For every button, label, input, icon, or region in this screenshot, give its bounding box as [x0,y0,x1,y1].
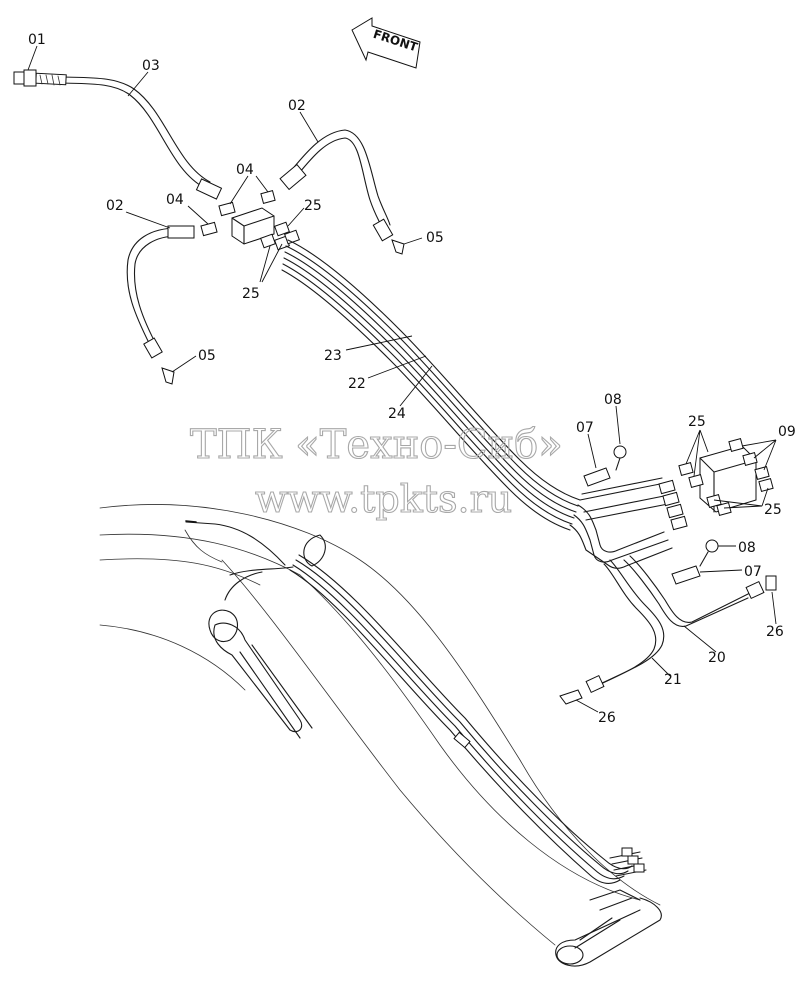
callout-04-left: 04 [166,192,184,208]
callout-05-upper: 05 [426,230,444,246]
fitting-05-lower [161,367,175,385]
callout-07-upper: 07 [576,420,594,436]
watermark: ТПК «Техно-Сиб» www.tpkts.ru [189,421,563,521]
fitting-01 [13,69,37,87]
callout-21: 21 [664,672,682,688]
leader-lines [27,45,777,713]
tube-21 [585,559,665,694]
callout-25-lower: 25 [242,286,260,302]
callout-07-lower: 07 [744,564,762,580]
clamp-07-lower [671,565,701,585]
watermark-company: ТПК «Техно-Сиб» [190,422,563,468]
callout-04-upper: 04 [236,162,254,178]
callout-20: 20 [708,650,726,666]
boom-outline [99,504,662,967]
callouts: 01 03 02 04 02 04 25 05 25 05 23 22 24 0… [28,32,796,726]
callout-25-block-bottom: 25 [764,502,782,518]
callout-08-upper: 08 [604,392,622,408]
callout-24: 24 [388,406,406,422]
hose-02-left [126,225,195,359]
callout-03: 03 [142,58,160,74]
callout-25-block-top: 25 [688,414,706,430]
callout-22: 22 [348,376,366,392]
front-arrow: FRONT [351,17,421,69]
callout-09: 09 [778,424,796,440]
boom-tip-fittings [574,847,647,949]
callout-02-left: 02 [106,198,124,214]
valve-block-upper [200,190,300,251]
tube-20 [623,555,765,627]
callout-02-upper: 02 [288,98,306,114]
tubes-22-23-24 [281,239,581,531]
callout-05-lower: 05 [198,348,216,364]
clamp-07-upper [583,467,611,487]
callout-01: 01 [28,32,46,48]
hose-03 [35,72,223,200]
fitting-26-lower [559,689,583,705]
boom-tube-bundle [185,520,647,949]
callout-26-lower: 26 [598,710,616,726]
routed-tubes [569,477,673,569]
callout-23: 23 [324,348,342,364]
fitting-05-upper [391,239,405,255]
fitting-26-upper [765,575,777,591]
callout-25-upper: 25 [304,198,322,214]
hose-02-upper [279,129,394,242]
callout-26-right: 26 [766,624,784,640]
callout-08-lower: 08 [738,540,756,556]
watermark-url: www.tpkts.ru [255,477,512,521]
bolt-08-upper [613,445,627,471]
valve-block-lower [658,438,774,531]
bolt-08-lower [699,539,719,567]
